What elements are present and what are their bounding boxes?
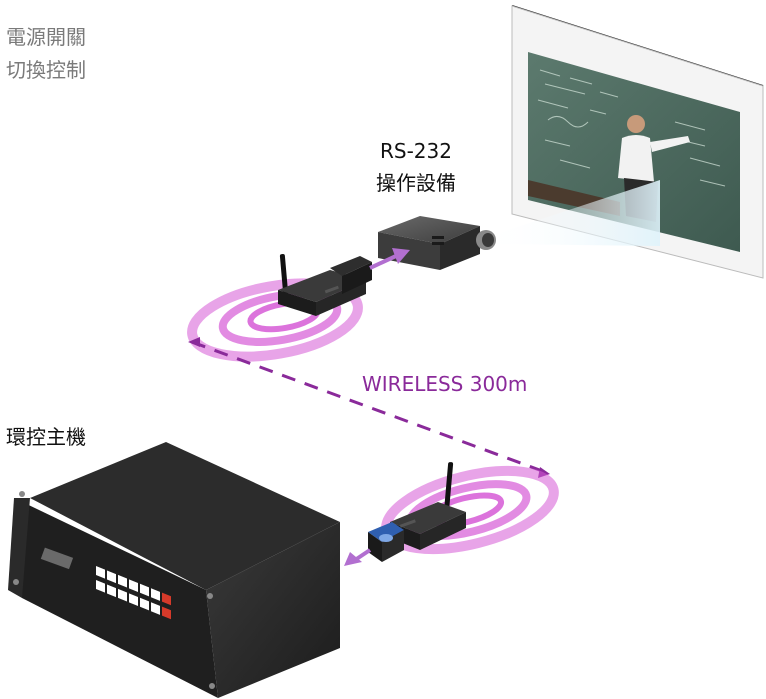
rs232-label-line2: 操作設備 [376, 171, 456, 195]
wireless-range-lines [191, 340, 546, 474]
projector-device [378, 216, 496, 270]
arrow-to-host-icon [344, 548, 372, 566]
power-control-label-line1: 電源開關 [6, 25, 86, 49]
control-host-label: 環控主機 [6, 425, 86, 449]
host-button-panel [96, 566, 171, 620]
wireless-range-line-back [355, 320, 545, 470]
rs232-connector-icon [368, 522, 404, 562]
arrow-to-projector-icon [369, 248, 410, 270]
top-wireless-receiver [278, 254, 372, 316]
control-host-unit [8, 442, 340, 698]
wireless-range-label: WIRELESS 300m [362, 372, 528, 396]
wireless-range-line-lower [320, 400, 520, 470]
projector-beam [480, 180, 660, 246]
power-control-label-line2: 切換控制 [6, 58, 86, 82]
rs232-label-line1: RS-232 [380, 139, 452, 163]
projector-lens [476, 230, 496, 250]
range-arrow-left-icon [188, 337, 200, 347]
wireless-range-line-upper [360, 320, 545, 462]
bottom-wireless-waves [381, 465, 559, 555]
wireless-range-line-top [350, 322, 548, 472]
host-display [40, 547, 74, 570]
bottom-wireless-receiver [368, 462, 466, 562]
